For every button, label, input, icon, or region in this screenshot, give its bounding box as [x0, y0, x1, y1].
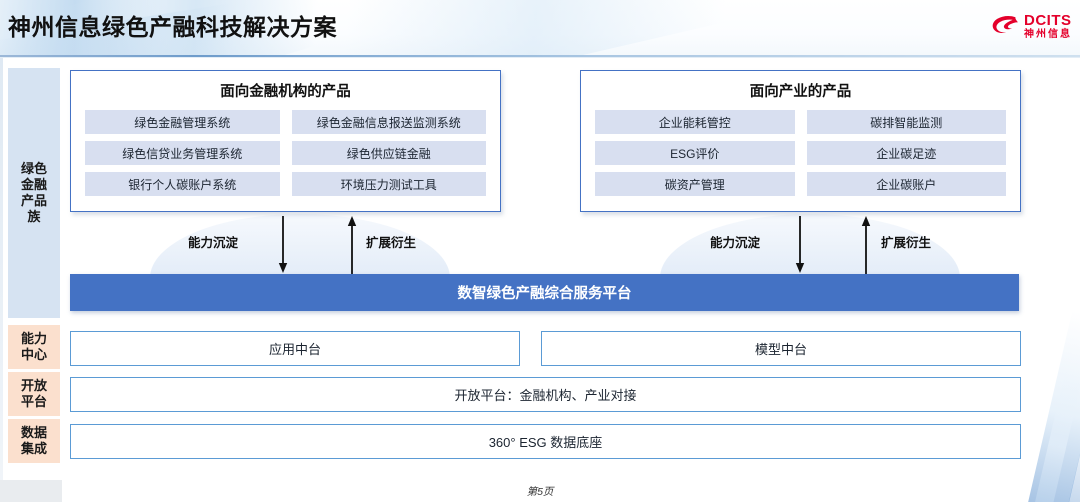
product-chip[interactable]: 绿色金融信息报送监测系统: [291, 110, 486, 134]
logo-text-en: DCITS: [1024, 11, 1072, 29]
open-platform-label: 开放平台：金融机构、产业对接: [454, 388, 637, 403]
sidebar-item-label: 能力中心: [20, 331, 47, 362]
product-chip[interactable]: 碳资产管理: [595, 172, 795, 196]
flow-label-precipitation: 能力沉淀: [710, 236, 761, 250]
sidebar-item-data-integration[interactable]: 数据集成: [8, 419, 60, 463]
capability-label: 应用中台: [268, 342, 321, 357]
left-rail-decoration: [0, 58, 3, 502]
product-chip-grid: 企业能耗管控 碳排智能监测 ESG评价 企业碳足迹 碳资产管理 企业碳账户: [581, 101, 1020, 208]
data-layer-label: 360° ESG 数据底座: [488, 435, 603, 450]
footer-corner-block: [0, 480, 62, 502]
platform-bar[interactable]: 数智绿色产融综合服务平台: [70, 274, 1019, 311]
platform-label: 数智绿色产融综合服务平台: [457, 286, 632, 302]
page-title: 神州信息绿色产融科技解决方案: [8, 14, 337, 40]
capability-box-model-midplatform[interactable]: 模型中台: [541, 331, 1021, 366]
panel-title: 面向金融机构的产品: [220, 84, 351, 100]
product-chip[interactable]: 绿色供应链金融: [291, 141, 486, 165]
sidebar-item-open-platform[interactable]: 开放平台: [8, 372, 60, 416]
sidebar-item-green-finance-products[interactable]: 绿色金融产品族: [8, 68, 60, 318]
arrow-up-icon: [346, 216, 358, 274]
product-chip[interactable]: 绿色金融管理系统: [85, 110, 280, 134]
product-chip[interactable]: 企业碳账户: [806, 172, 1006, 196]
header-divider: [0, 55, 1080, 57]
flow-arrows-left: 能力沉淀 扩展衍生: [150, 214, 450, 278]
swoosh-icon: [992, 15, 1018, 33]
capability-box-application-midplatform[interactable]: 应用中台: [70, 331, 520, 366]
product-chip[interactable]: 绿色信贷业务管理系统: [85, 141, 280, 165]
logo-text-cn: 神州信息: [1024, 28, 1072, 40]
flow-label-expansion: 扩展衍生: [366, 236, 417, 250]
header-divider-secondary: [0, 57, 1080, 58]
product-panel-financial-institutions[interactable]: 面向金融机构的产品 绿色金融管理系统 绿色金融信息报送监测系统 绿色信贷业务管理…: [70, 70, 501, 212]
flow-arrows-right: 能力沉淀 扩展衍生: [660, 214, 960, 278]
product-chip[interactable]: 碳排智能监测: [806, 110, 1006, 134]
capability-label: 模型中台: [754, 342, 807, 357]
data-layer-box[interactable]: 360° ESG 数据底座: [70, 424, 1021, 459]
product-panel-industry[interactable]: 面向产业的产品 企业能耗管控 碳排智能监测 ESG评价 企业碳足迹 碳资产管理 …: [580, 70, 1021, 212]
product-chip[interactable]: 企业能耗管控: [595, 110, 795, 134]
page-number: 第5页: [526, 486, 554, 498]
arrow-down-icon: [794, 216, 806, 274]
product-chip-grid: 绿色金融管理系统 绿色金融信息报送监测系统 绿色信贷业务管理系统 绿色供应链金融…: [71, 101, 500, 208]
brand-logo: DCITS 神州信息: [991, 9, 1072, 43]
arrow-down-icon: [277, 216, 289, 274]
product-chip[interactable]: ESG评价: [595, 141, 795, 165]
flow-label-expansion: 扩展衍生: [881, 236, 932, 250]
flow-label-precipitation: 能力沉淀: [188, 236, 239, 250]
open-platform-box[interactable]: 开放平台：金融机构、产业对接: [70, 377, 1021, 412]
sidebar-item-label: 开放平台: [20, 378, 47, 409]
slide-header: 神州信息绿色产融科技解决方案 DCITS 神州信息: [0, 0, 1080, 57]
product-chip[interactable]: 企业碳足迹: [806, 141, 1006, 165]
product-chip[interactable]: 环境压力测试工具: [291, 172, 486, 196]
panel-title: 面向产业的产品: [749, 84, 852, 100]
sidebar-item-label: 绿色金融产品族: [20, 161, 47, 224]
arrow-up-icon: [860, 216, 872, 274]
sidebar-item-label: 数据集成: [20, 425, 47, 456]
product-chip[interactable]: 银行个人碳账户系统: [85, 172, 280, 196]
sidebar-item-capability-center[interactable]: 能力中心: [8, 325, 60, 369]
